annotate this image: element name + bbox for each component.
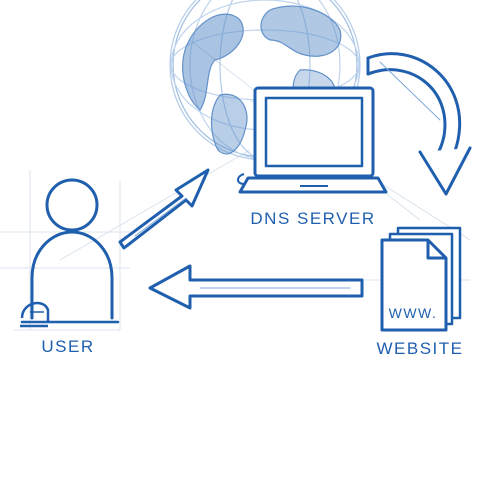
arrow-website-to-user xyxy=(148,264,364,310)
mouse-icon xyxy=(20,301,50,328)
laptop-icon xyxy=(237,86,388,194)
arrow-user-to-dns xyxy=(118,168,210,250)
website-label: WEBSITE xyxy=(376,339,463,358)
document-stack-icon xyxy=(380,226,462,332)
user-icon xyxy=(20,178,120,324)
dns-server-label: DNS SERVER xyxy=(250,209,375,228)
arrow-dns-to-website xyxy=(366,52,472,196)
user-label: USER xyxy=(41,337,94,356)
website-page-text: WWW. xyxy=(389,305,438,321)
